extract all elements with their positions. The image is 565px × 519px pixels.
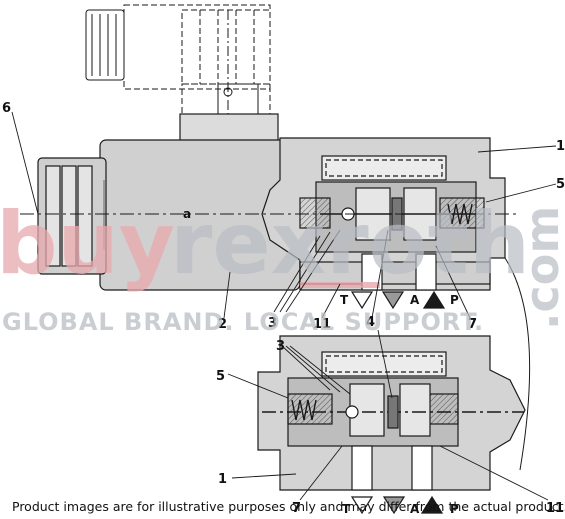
callout-5-bottom: 5 [216,369,225,384]
valve-body-bottom [257,257,531,491]
watermark-brand-right: rexroth [170,194,530,294]
callout-11-top: 11 [313,317,331,332]
port-p-label-bottom: P [450,502,459,516]
callout-7-bottom: 7 [292,501,301,516]
callout-1-bottom: 1 [218,472,227,487]
callout-11-bottom: 11 [546,501,564,516]
watermark: buy rexroth .com GLOBAL BRAND. LOCAL SUP… [0,194,565,336]
watermark-brand-left: buy [0,194,175,294]
port-a-label-bottom: A [410,502,420,516]
port-a-arrow-bottom [382,496,406,515]
port-p-label-top: P [450,293,459,307]
solenoid-coil [37,113,301,291]
callout-7-top: 7 [468,317,477,332]
axis-label-a: a [183,207,191,221]
port-t-label-bottom: T [342,502,351,516]
port-p-arrow-bottom [420,495,444,514]
callout-1-top: 1 [556,139,565,154]
disclaimer-text: Product images are for illustrative purp… [12,499,565,514]
leader-lines [11,111,557,501]
callout-3-top: 3 [268,316,277,331]
callout-5-top: 5 [556,177,565,192]
port-a-arrow-top [381,291,405,310]
port-t-arrow-bottom [350,496,374,515]
connector-plug [85,4,271,115]
port-p-arrow-top [422,290,446,309]
port-t-arrow-top [350,291,374,310]
callout-4: 4 [366,315,375,330]
port-symbols-top [350,290,446,310]
callout-6: 6 [2,101,11,116]
port-symbols-bottom [350,495,444,515]
watermark-tagline: GLOBAL BRAND. LOCAL SUPPORT. [2,308,484,336]
watermark-domain: .com [515,206,565,330]
port-t-label-top: T [340,293,349,307]
callout-2: 2 [218,317,227,332]
callout-3-bottom: 3 [276,339,285,354]
port-a-label-top: A [410,293,420,307]
